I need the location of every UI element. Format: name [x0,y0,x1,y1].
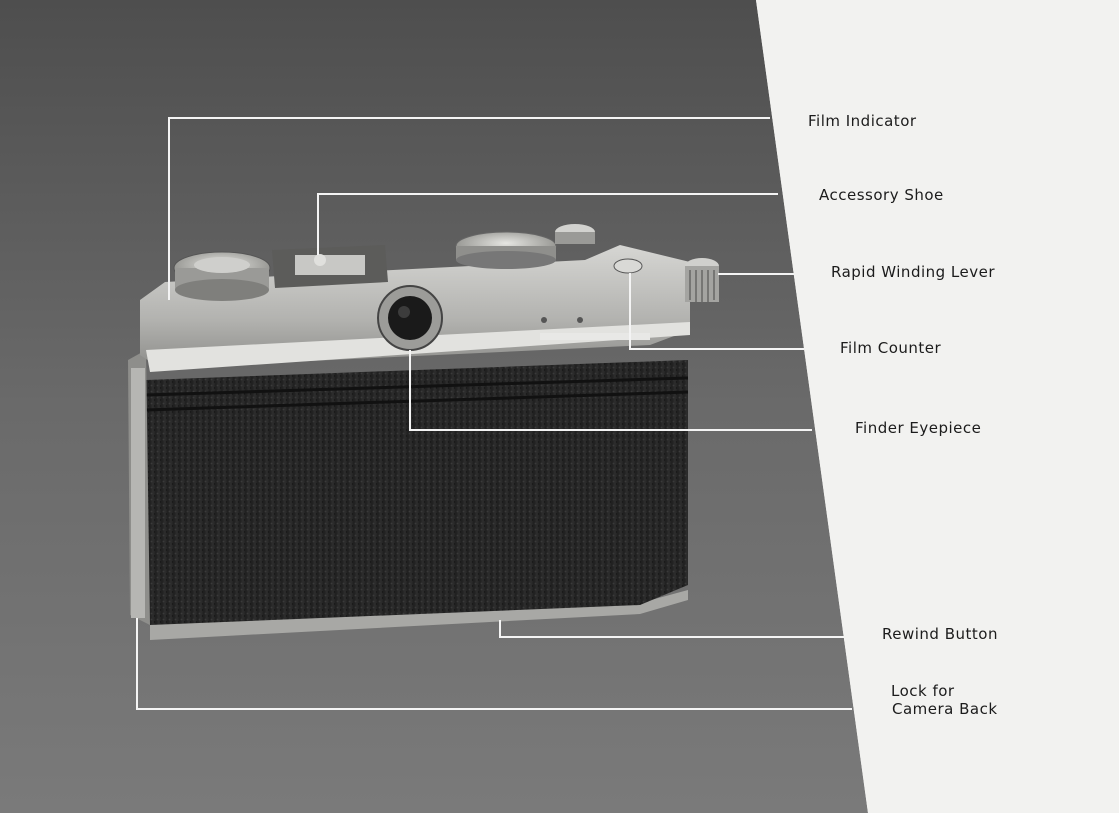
label-finder-eyepiece: Finder Eyepiece [855,419,981,437]
label-rewind-button: Rewind Button [882,625,998,643]
film-counter-window [614,259,642,273]
label-rapid-winding-lever: Rapid Winding Lever [831,263,995,281]
label-lock-line2: Camera Back [892,700,998,718]
label-accessory-shoe: Accessory Shoe [819,186,944,204]
label-film-indicator: Film Indicator [808,112,917,130]
label-lock-line1: Lock for [891,682,998,700]
label-film-counter: Film Counter [840,339,941,357]
label-lock-camera-back: Lock for Camera Back [891,682,998,718]
